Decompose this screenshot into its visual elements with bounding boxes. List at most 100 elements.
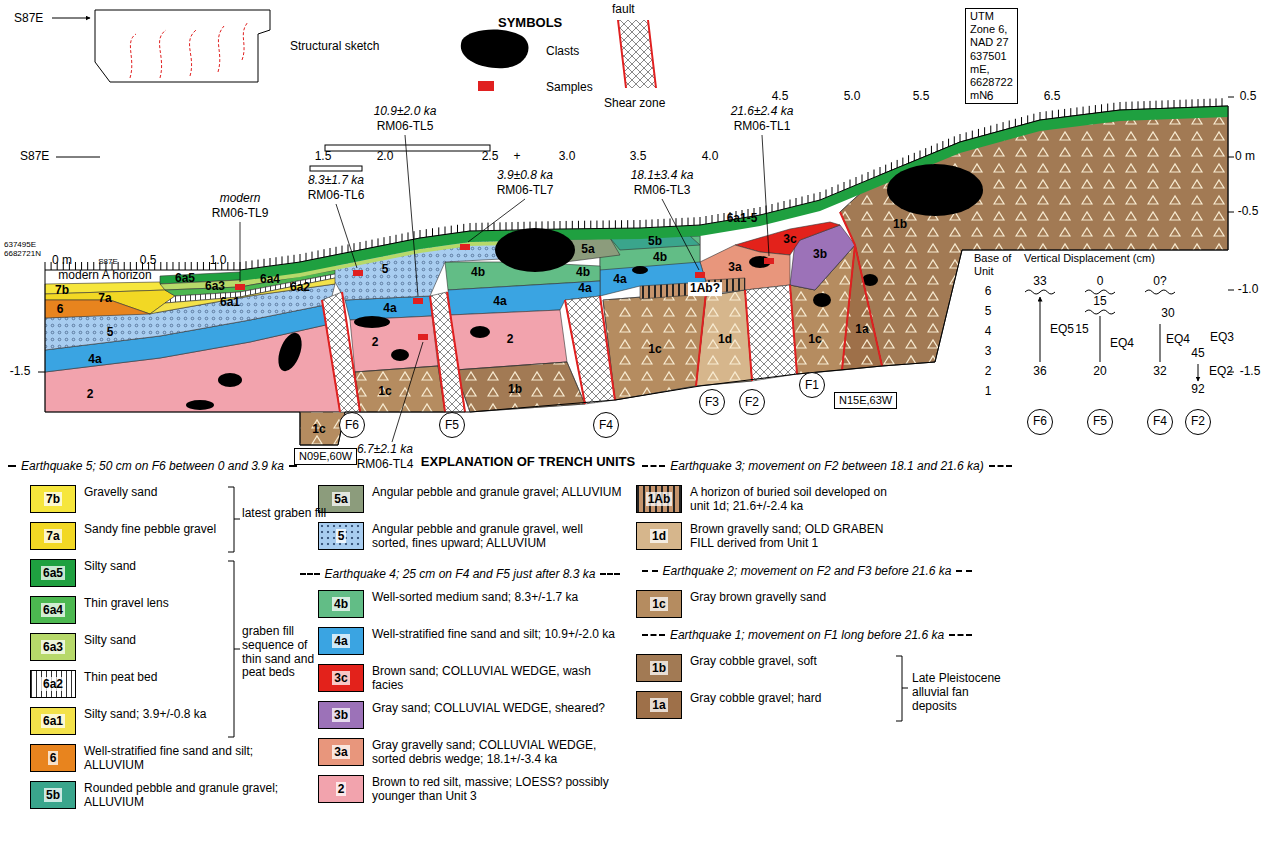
node-text: UTM Zone 6, NAD 27 637501 mE, 6628722 mN (970, 10, 1013, 102)
text-label: 2.0 (377, 150, 394, 164)
legend-text: Silty sand; 3.9+/-0.8 ka (84, 707, 224, 721)
legend-text: Well-stratified fine sand and silt; 10.9… (372, 627, 622, 641)
legend-swatch: 7b (30, 485, 76, 513)
legend-swatch: 7a (30, 522, 76, 550)
surface-ticks (1192, 99, 1193, 107)
surface-ticks (1126, 102, 1127, 110)
fault-attitude-box: N09E,60W (294, 448, 357, 465)
surface-ticks (457, 225, 458, 233)
text-label: -1.5 (1240, 365, 1261, 379)
surface-ticks (524, 222, 525, 230)
surface-ticks (984, 127, 985, 135)
node-text: F6 (345, 418, 359, 432)
unit-label: 6 (57, 303, 64, 317)
surface-ticks (978, 129, 979, 137)
surface-ticks (258, 260, 259, 268)
surface-ticks (808, 195, 809, 203)
surface-ticks (288, 256, 289, 264)
surface-ticks (596, 221, 597, 229)
surface-ticks (1101, 104, 1102, 112)
surface-ticks (1222, 98, 1223, 106)
sample-marker (460, 244, 470, 250)
text-label: 2 (985, 365, 992, 379)
surface-ticks (914, 153, 915, 161)
legend-swatch: 6a1 (30, 707, 76, 735)
surface-ticks (931, 146, 932, 154)
trench-units (450, 310, 567, 370)
surface-ticks (633, 220, 634, 228)
surface-ticks (1070, 108, 1071, 116)
unit-label: 6a4 (260, 273, 280, 287)
legend-line (289, 465, 297, 467)
legend-swatch: 5b (30, 781, 76, 809)
surface-ticks (1138, 101, 1139, 109)
surface-ticks (706, 216, 707, 224)
legend-line (642, 465, 665, 467)
surface-ticks (670, 219, 671, 227)
text-label: 45 (1191, 347, 1204, 361)
surface-ticks (603, 220, 604, 228)
unit-label: 4b (471, 266, 485, 280)
text-label: 0? (1153, 275, 1166, 289)
legend-line (642, 570, 658, 572)
text-label: S87E (98, 257, 118, 266)
scale (52, 18, 100, 157)
surface-ticks (996, 124, 997, 132)
trench-units (322, 292, 360, 412)
legend-text: Brown gravelly sand; OLD GRABEN FILL der… (690, 522, 895, 551)
node-text: F4 (599, 418, 613, 432)
surface-ticks (518, 222, 519, 230)
structural-sketch (130, 22, 248, 78)
unit-code: 1b (650, 661, 668, 675)
sample-marker (413, 298, 423, 304)
unit-label: 4a (578, 282, 591, 296)
surface-ticks (1162, 100, 1163, 108)
text-label: 5.5 (913, 90, 930, 104)
symbol-sample (618, 20, 656, 88)
legend-line (8, 465, 16, 467)
legend-swatch: 1c (636, 590, 682, 618)
text-label: 0 m (1235, 150, 1255, 164)
unit-label: 7a (98, 292, 111, 306)
surface-ticks (348, 244, 349, 252)
trench-units (350, 316, 438, 372)
displacement-graph (1025, 290, 1175, 314)
text-label: RM06-TL5 (377, 120, 434, 134)
text-label: 4.0 (702, 150, 719, 164)
text-label: 33 (1033, 275, 1046, 289)
text-label: 5 (985, 305, 992, 319)
text-label: 1 (985, 385, 992, 399)
legend-swatch (478, 81, 494, 91)
text-label: 0.5 (140, 254, 157, 268)
text-label: 36 (1033, 365, 1046, 379)
surface-ticks (324, 249, 325, 257)
surface-ticks (1003, 122, 1004, 130)
sample-marker (418, 334, 428, 340)
fault-label: F3 (699, 389, 725, 415)
surface-ticks (590, 221, 591, 229)
trench-units (430, 292, 465, 412)
text-label: 1.0 (210, 254, 227, 268)
surface-ticks (1046, 111, 1047, 119)
surface-ticks (1058, 110, 1059, 118)
surface-ticks (482, 223, 483, 231)
legend-swatch: 6a5 (30, 559, 76, 587)
unit-label: 4b (576, 266, 590, 280)
unit-code: 6a3 (41, 640, 65, 654)
surface-ticks (566, 221, 567, 229)
legend-text: Gray brown gravelly sand (690, 590, 895, 604)
text-label: + (513, 150, 520, 164)
surface-ticks (802, 197, 803, 205)
surface-ticks (826, 190, 827, 198)
text-label: 3.0 (559, 150, 576, 164)
legend-text: Earthquake 1; movement on F1 long before… (665, 628, 949, 642)
clast (887, 164, 983, 216)
legend-swatch: 5 (318, 522, 364, 550)
legend-swatch: 3b (318, 701, 364, 729)
legend-text: Silty sand (84, 559, 224, 573)
text-label: RM06-TL1 (734, 120, 791, 134)
surface-ticks (360, 242, 361, 250)
surface-ticks (1150, 101, 1151, 109)
legend-text: Thin peat bed (84, 670, 224, 684)
legend-swatch: 4b (318, 590, 364, 618)
